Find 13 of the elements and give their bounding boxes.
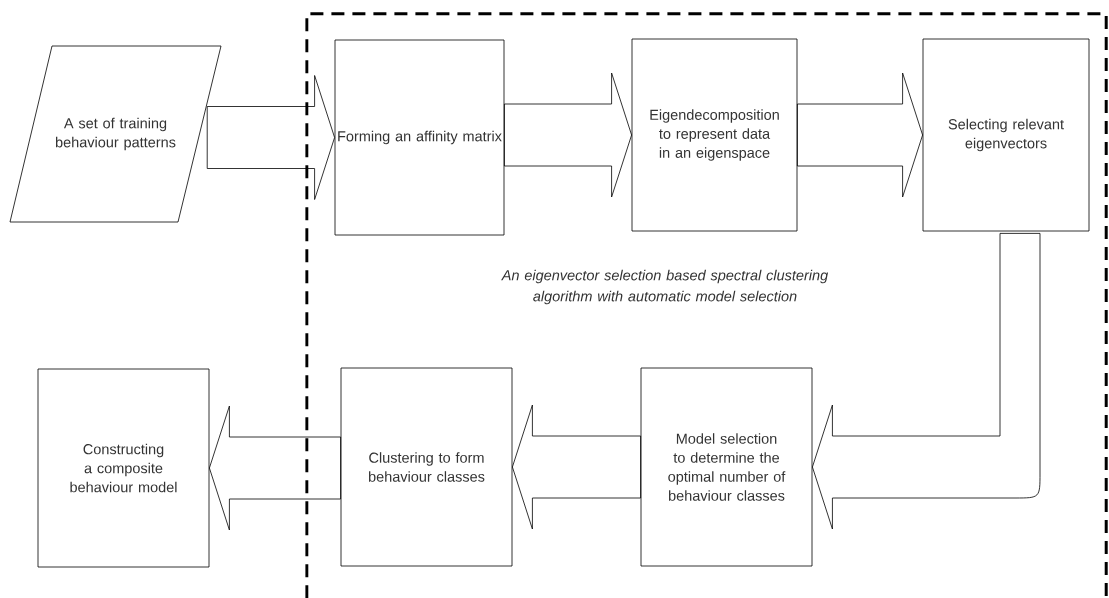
block-arrow xyxy=(812,233,1041,530)
process-box: Clustering to form behaviour classes xyxy=(340,367,513,567)
process-box: Selecting relevant eigenvectors xyxy=(922,38,1090,232)
process-box: Constructing a composite behaviour model xyxy=(37,368,210,568)
block-arrow xyxy=(512,404,641,530)
process-box: Model selection to determine the optimal number of behaviour classes xyxy=(640,367,813,567)
input-parallelogram: A set of training behaviour patterns xyxy=(9,45,222,223)
block-arrow xyxy=(206,75,335,200)
process-box: Forming an affinity matrix xyxy=(334,39,505,236)
block-arrow xyxy=(504,72,632,198)
block-arrow xyxy=(209,405,341,531)
block-arrow xyxy=(797,72,923,198)
process-box: Eigendecomposition to represent data in an eigenspace xyxy=(631,38,798,232)
